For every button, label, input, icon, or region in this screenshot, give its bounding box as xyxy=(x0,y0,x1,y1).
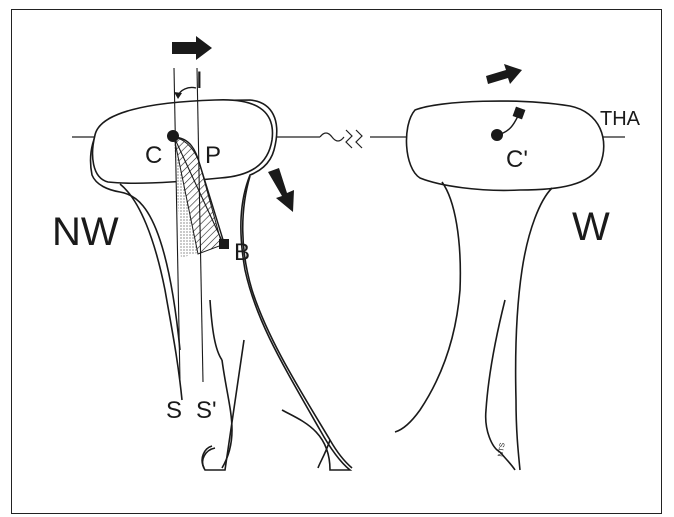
label-s: S xyxy=(166,397,182,424)
right-bone-shaft xyxy=(395,182,552,470)
break-mark-icon xyxy=(320,130,362,148)
label-i: I xyxy=(196,67,203,94)
arrow-right-small-icon xyxy=(486,64,522,84)
arrow-right-icon xyxy=(172,36,212,60)
label-c-prime: C' xyxy=(506,146,528,173)
label-b: B xyxy=(234,239,250,266)
label-p: P xyxy=(205,142,221,169)
label-c: C xyxy=(145,142,162,169)
point-c xyxy=(167,130,179,142)
angle-arrowhead-icon xyxy=(174,92,182,99)
label-nw: NW xyxy=(52,210,119,254)
label-w: W xyxy=(572,205,610,249)
signature-text: NTS xyxy=(497,442,506,457)
point-b xyxy=(219,239,229,249)
label-s-prime: S' xyxy=(196,397,217,424)
arrow-down-right-icon xyxy=(268,168,294,212)
label-tha: THA xyxy=(600,108,641,130)
